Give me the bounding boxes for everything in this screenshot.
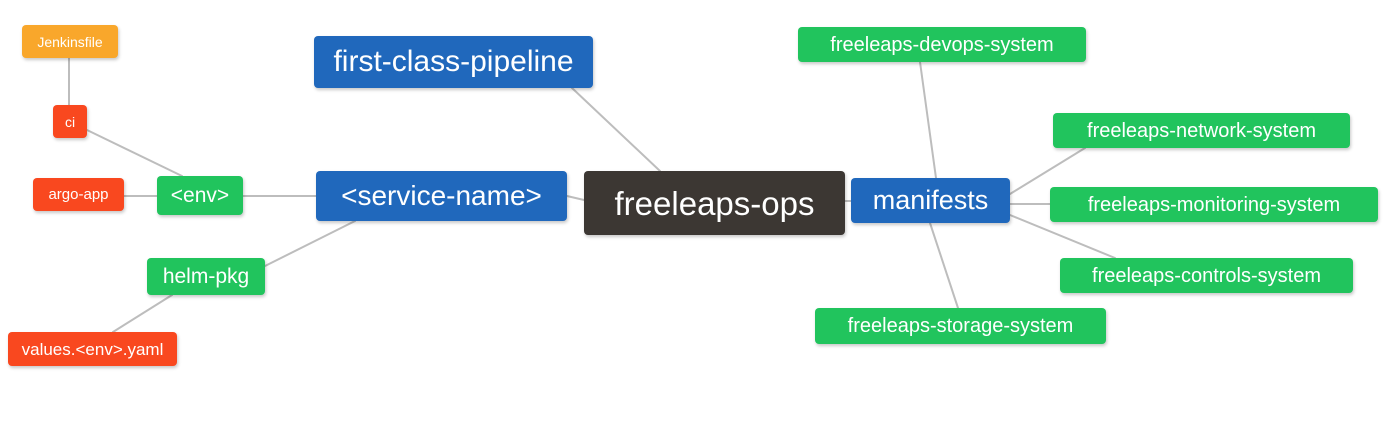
node-label-freeleaps-ops: freeleaps-ops [614, 184, 815, 222]
node-values-yaml[interactable]: values.<env>.yaml [8, 332, 177, 366]
edge-manifests-to-freeleaps-storage-system [929, 222, 959, 309]
node-label-helm-pkg: helm-pkg [162, 265, 250, 288]
node-jenkinsfile[interactable]: Jenkinsfile [22, 25, 118, 58]
node-label-values-yaml: values.<env>.yaml [21, 339, 164, 359]
node-label-env: <env> [170, 184, 230, 207]
node-manifests[interactable]: manifests [851, 178, 1010, 223]
edge-freeleaps-ops-to-service-name [566, 195, 585, 201]
node-freeleaps-controls-system[interactable]: freeleaps-controls-system [1060, 258, 1353, 293]
node-label-argo-app: argo-app [48, 186, 109, 203]
node-label-freeleaps-monitoring-system: freeleaps-monitoring-system [1087, 193, 1341, 216]
node-label-jenkinsfile: Jenkinsfile [37, 33, 103, 50]
edge-helm-pkg-to-values-yaml [112, 294, 173, 333]
edge-service-name-to-helm-pkg [264, 220, 356, 267]
node-env[interactable]: <env> [157, 176, 243, 215]
node-freeleaps-ops[interactable]: freeleaps-ops [584, 171, 845, 235]
node-label-freeleaps-storage-system: freeleaps-storage-system [847, 315, 1074, 337]
node-argo-app[interactable]: argo-app [33, 178, 124, 211]
node-label-freeleaps-network-system: freeleaps-network-system [1087, 119, 1316, 142]
node-label-freeleaps-controls-system: freeleaps-controls-system [1092, 264, 1321, 287]
node-freeleaps-network-system[interactable]: freeleaps-network-system [1053, 113, 1350, 148]
node-first-class-pipeline[interactable]: first-class-pipeline [314, 36, 593, 88]
node-label-ci: ci [64, 113, 76, 130]
node-service-name[interactable]: <service-name> [316, 171, 567, 221]
node-helm-pkg[interactable]: helm-pkg [147, 258, 265, 295]
edge-env-to-ci [86, 129, 183, 177]
node-label-first-class-pipeline: first-class-pipeline [333, 45, 574, 78]
node-freeleaps-devops-system[interactable]: freeleaps-devops-system [798, 27, 1086, 62]
node-ci[interactable]: ci [53, 105, 87, 138]
edge-freeleaps-ops-to-first-class-pipeline [571, 87, 661, 172]
node-label-freeleaps-devops-system: freeleaps-devops-system [830, 33, 1054, 56]
node-freeleaps-monitoring-system[interactable]: freeleaps-monitoring-system [1050, 187, 1378, 222]
node-label-manifests: manifests [872, 185, 989, 215]
node-label-service-name: <service-name> [341, 180, 542, 211]
edge-manifests-to-freeleaps-devops-system [919, 61, 937, 179]
node-freeleaps-storage-system[interactable]: freeleaps-storage-system [815, 308, 1106, 344]
